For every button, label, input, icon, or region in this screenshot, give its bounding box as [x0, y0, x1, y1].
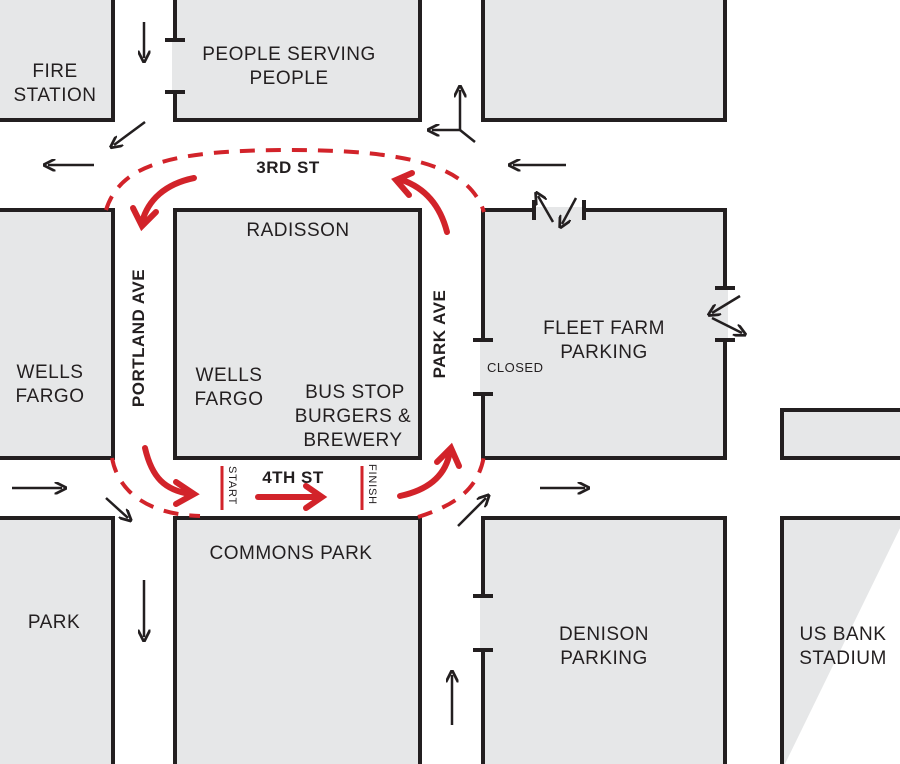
arrow-diag-icon: [114, 120, 146, 145]
arrow-diag-icon: [457, 498, 486, 527]
label-wells-fargo-inner: WELLS: [196, 365, 263, 386]
svg-text:BURGERS &: BURGERS &: [295, 406, 411, 427]
block-top-right: [481, 0, 727, 122]
start-label: START: [226, 466, 238, 505]
finish-label: FINISH: [366, 464, 378, 505]
block-fire-station: [0, 0, 115, 122]
label-commons-park: COMMONS PARK: [210, 543, 373, 564]
block-commons-park: [173, 516, 422, 764]
label-fire-station: FIRE: [32, 61, 77, 82]
label-wells-fargo-left: WELLS: [17, 362, 84, 383]
label-park: PARK: [28, 612, 80, 633]
street-portland-ave: PORTLAND AVE: [129, 269, 148, 407]
svg-text:PARKING: PARKING: [560, 648, 648, 669]
race-route: [104, 147, 486, 519]
block-radisson: [173, 208, 422, 460]
label-us-bank-stadium: US BANK: [800, 624, 887, 645]
svg-text:FARGO: FARGO: [194, 389, 263, 410]
driveways: [165, 38, 735, 652]
block-wells-fargo-left: [0, 208, 115, 460]
svg-text:BREWERY: BREWERY: [303, 430, 402, 451]
street-3rd-st: 3RD ST: [256, 158, 320, 177]
route-notes: CLOSED START FINISH: [226, 360, 543, 505]
label-radisson: RADISSON: [246, 220, 349, 241]
closed-label: CLOSED: [487, 360, 543, 375]
block-labels: FIRE STATION PEOPLE SERVING PEOPLE RADIS…: [13, 44, 886, 669]
label-fleet-farm-parking: FLEET FARM: [543, 318, 665, 339]
arrow-diag-icon: [105, 497, 128, 518]
svg-text:FARGO: FARGO: [15, 386, 84, 407]
svg-text:PEOPLE: PEOPLE: [249, 68, 328, 89]
block-us-bank: [780, 516, 900, 764]
label-people-serving-people: PEOPLE SERVING: [202, 44, 376, 65]
block-far-right: [780, 408, 900, 460]
svg-text:PARKING: PARKING: [560, 342, 648, 363]
svg-text:STATION: STATION: [13, 85, 96, 106]
street-labels: 3RD ST 4TH ST PORTLAND AVE PARK AVE: [129, 158, 449, 487]
block-park: [0, 516, 115, 764]
label-denison-parking: DENISON: [559, 624, 649, 645]
street-4th-st: 4TH ST: [262, 468, 324, 487]
traffic-arrows: [12, 22, 742, 725]
street-park-ave: PARK AVE: [430, 290, 449, 379]
route-dashed-bottom: [110, 455, 486, 519]
block-fleet-farm: [481, 208, 727, 460]
label-bus-stop-burgers: BUS STOP: [305, 382, 405, 403]
svg-text:STADIUM: STADIUM: [799, 648, 887, 669]
